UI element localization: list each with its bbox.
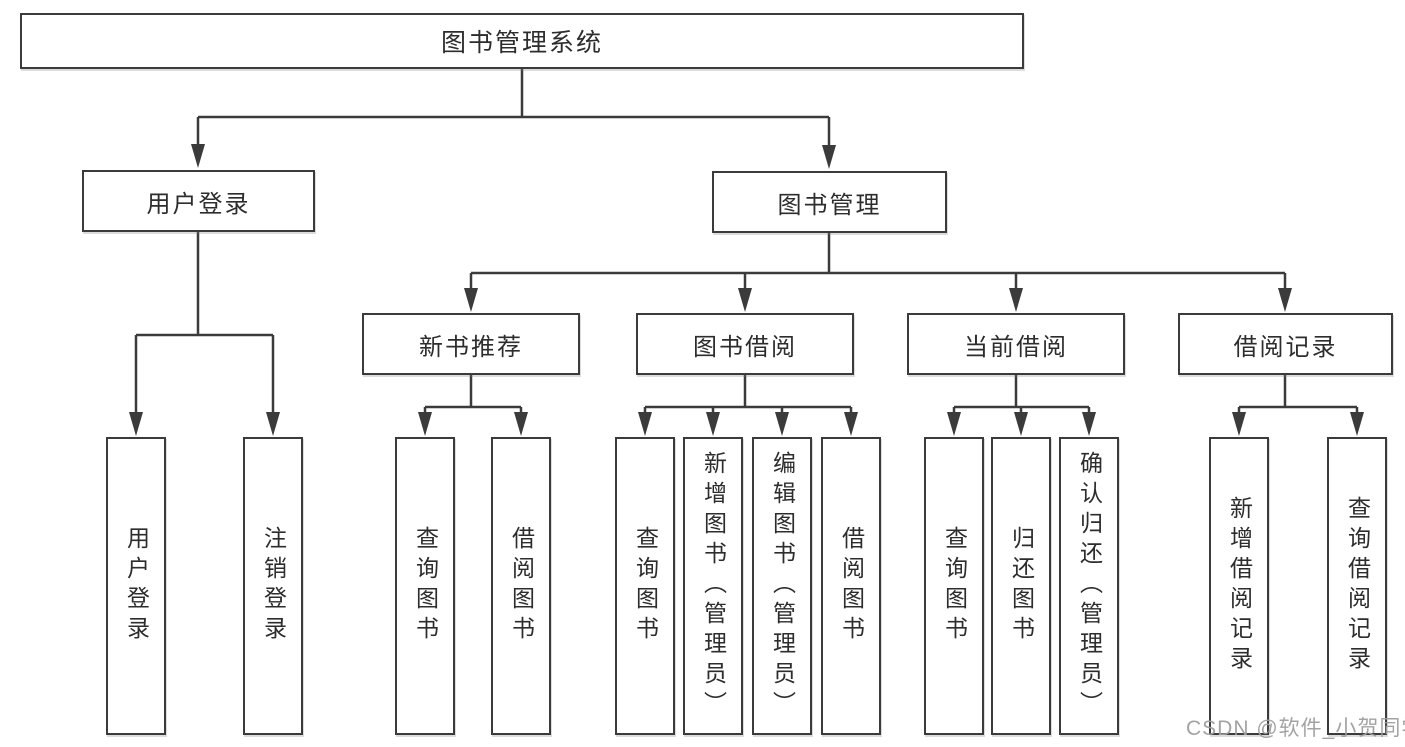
leaf-add-borrow-record: 新增借阅记录 — [1209, 437, 1269, 735]
node-label: 借阅图书 — [838, 526, 865, 646]
node-label: 查询图书 — [941, 526, 968, 646]
node-label: 归还图书 — [1008, 526, 1035, 646]
leaf-query-books-borrowing: 查询图书 — [615, 437, 675, 735]
leaf-query-books-recommend: 查询图书 — [395, 437, 455, 735]
node-label: 注销登录 — [260, 526, 287, 646]
leaf-query-books-current: 查询图书 — [924, 437, 984, 735]
leaf-edit-books-admin: 编辑图书（管理员） — [752, 437, 812, 735]
leaf-borrow-books-recommend: 借阅图书 — [491, 437, 551, 735]
tree-edges — [134, 69, 1359, 416]
leaf-logout: 注销登录 — [243, 437, 303, 735]
node-user-login: 用户登录 — [82, 170, 315, 232]
node-label: 查询图书 — [412, 526, 439, 646]
node-label: 确认归还（管理员） — [1076, 451, 1103, 721]
node-label: 新书推荐 — [419, 333, 523, 361]
node-label: 新增借阅记录 — [1226, 496, 1253, 676]
node-current-borrowing: 当前借阅 — [907, 313, 1125, 375]
node-borrowing-records: 借阅记录 — [1178, 313, 1393, 375]
node-label: 图书管理 — [777, 191, 882, 219]
leaf-borrow-books-borrowing: 借阅图书 — [821, 437, 881, 735]
node-label: 图书管理系统 — [440, 29, 603, 57]
node-label: 借阅记录 — [1233, 333, 1338, 361]
node-book-borrowing: 图书借阅 — [636, 313, 854, 375]
node-label: 用户登录 — [123, 526, 150, 646]
leaf-query-borrow-record: 查询借阅记录 — [1327, 437, 1387, 735]
node-label: 编辑图书（管理员） — [769, 451, 796, 721]
node-label: 当前借阅 — [964, 333, 1068, 361]
leaf-confirm-return-admin: 确认归还（管理员） — [1059, 437, 1119, 735]
node-label: 借阅图书 — [508, 526, 535, 646]
node-library-management-system: 图书管理系统 — [20, 13, 1024, 69]
node-new-book-recommendation: 新书推荐 — [362, 313, 580, 375]
node-book-management: 图书管理 — [712, 171, 947, 233]
leaf-return-books: 归还图书 — [991, 437, 1051, 735]
csdn-watermark: CSDN @软件_小贺同学 — [1186, 717, 1405, 740]
node-label: 查询借阅记录 — [1344, 496, 1371, 676]
node-label: 图书借阅 — [693, 333, 797, 361]
node-label: 新增图书（管理员） — [700, 451, 727, 721]
node-label: 用户登录 — [146, 190, 251, 218]
leaf-add-books-admin: 新增图书（管理员） — [683, 437, 743, 735]
node-label: 查询图书 — [632, 526, 659, 646]
arrowheads — [129, 144, 1364, 436]
leaf-user-login: 用户登录 — [106, 437, 166, 735]
